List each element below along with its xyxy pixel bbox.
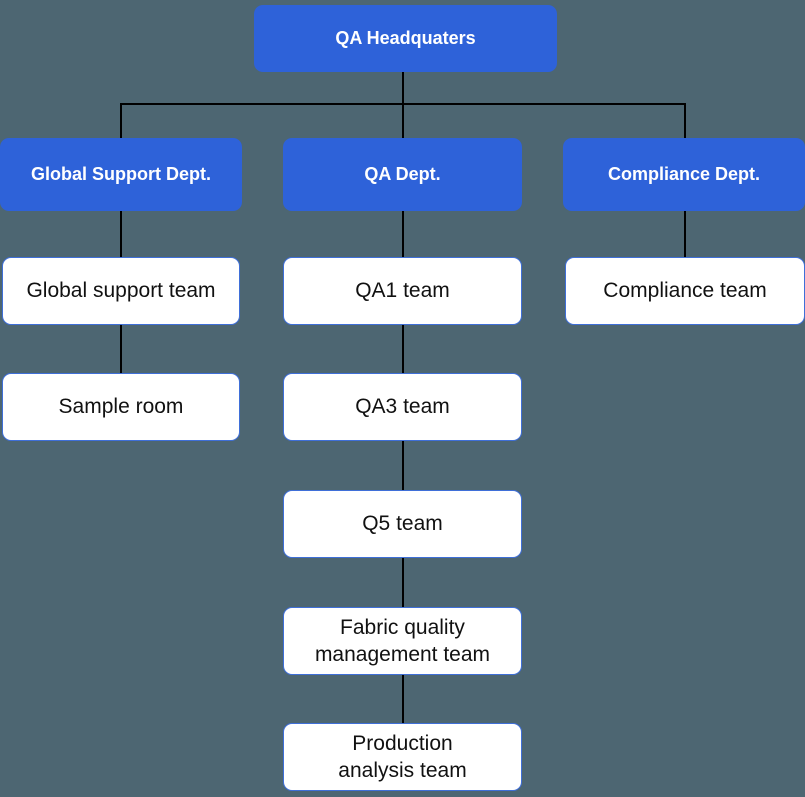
connector-left-col-2 [120,325,122,373]
connector-mid-col-1 [402,211,404,257]
org-node-team-sample-room: Sample room [2,373,240,441]
org-node-dept-global-support: Global Support Dept. [0,138,242,211]
org-node-team-fabric-quality: Fabric quality management team [283,607,522,675]
connector-horizontal [120,103,686,105]
connector-mid-col-4 [402,558,404,607]
org-node-team-production-analysis: Production analysis team [283,723,522,791]
connector-root-vertical [402,72,404,138]
org-node-team-q5: Q5 team [283,490,522,558]
org-node-team-qa1: QA1 team [283,257,522,325]
org-node-team-compliance: Compliance team [565,257,805,325]
connector-drop-right [684,104,686,138]
connector-left-col-1 [120,211,122,257]
connector-mid-col-2 [402,325,404,373]
connector-right-col-1 [684,211,686,257]
connector-mid-col-5 [402,675,404,723]
org-node-headquarters: QA Headquaters [254,5,557,72]
org-node-team-global-support: Global support team [2,257,240,325]
org-node-dept-compliance: Compliance Dept. [563,138,805,211]
connector-drop-left [120,104,122,138]
connector-mid-col-3 [402,441,404,490]
org-node-dept-qa: QA Dept. [283,138,522,211]
org-node-team-qa3: QA3 team [283,373,522,441]
